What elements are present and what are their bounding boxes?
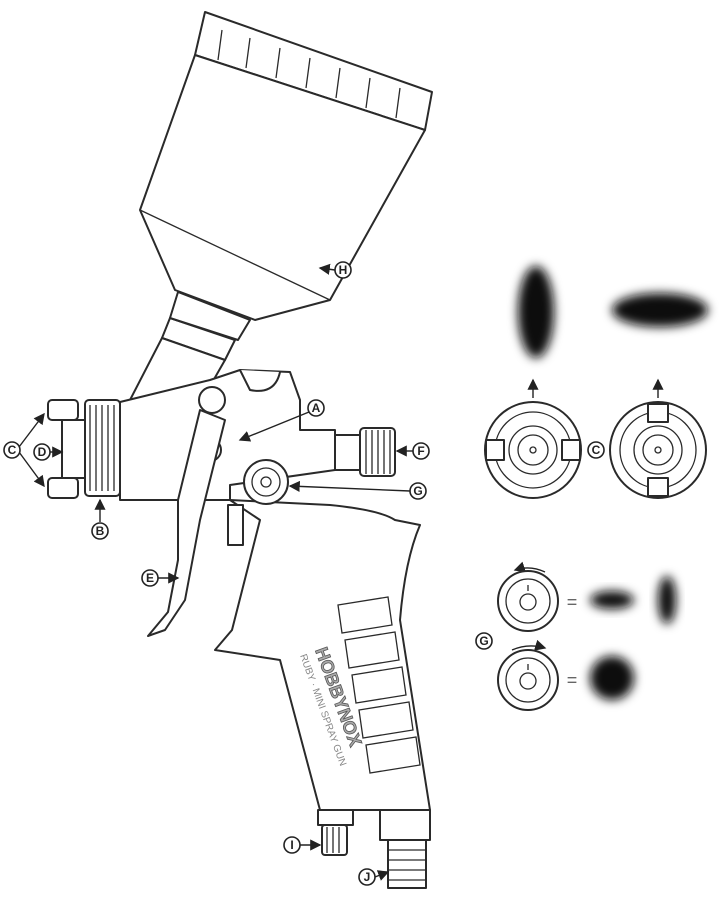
label-h: H	[334, 261, 352, 279]
svg-text:F: F	[417, 444, 424, 458]
label-j: J	[358, 868, 376, 886]
svg-text:E: E	[146, 571, 154, 585]
air-cap-horizontal-horns	[484, 401, 582, 499]
equals-sign: =	[567, 670, 578, 690]
label-g: G	[409, 482, 427, 500]
spray-pattern-vertical	[518, 266, 554, 358]
svg-text:J: J	[364, 870, 371, 884]
fan-knob-counterclockwise	[497, 561, 559, 632]
fluid-knob	[334, 427, 396, 477]
svg-text:C: C	[592, 443, 601, 457]
handle-screw	[227, 504, 244, 546]
spray-pattern-round	[590, 656, 634, 700]
equals-sign: =	[567, 592, 578, 612]
svg-text:I: I	[290, 838, 293, 852]
paint-cup	[139, 11, 433, 361]
spray-pattern-horizontal	[612, 293, 708, 327]
air-adjust-knob	[321, 824, 348, 856]
spray-pattern-narrow-vertical	[658, 576, 676, 624]
svg-text:G: G	[479, 634, 488, 648]
svg-text:G: G	[413, 484, 422, 498]
spray-pattern-narrow-horizontal	[590, 591, 634, 609]
air-inlet-thread	[387, 839, 427, 889]
label-i: I	[283, 836, 301, 854]
svg-text:H: H	[339, 263, 348, 277]
cup-lid-ridges	[217, 29, 401, 119]
air-inlet-nut	[379, 809, 431, 841]
label-f: F	[412, 442, 430, 460]
handle-grip	[337, 596, 421, 774]
air-cap-vertical-horns	[609, 401, 707, 499]
svg-text:A: A	[312, 401, 321, 415]
trigger	[147, 409, 226, 637]
fan-knob-clockwise	[497, 639, 559, 711]
label-c-right: C	[587, 441, 605, 459]
label-c: C	[3, 441, 21, 459]
trigger-pivot-top	[198, 386, 226, 414]
svg-text:B: B	[96, 524, 105, 538]
air-cap	[47, 399, 121, 499]
air-valve-nut	[317, 809, 354, 826]
label-b: B	[91, 522, 109, 540]
label-e: E	[141, 569, 159, 587]
label-g-right: G	[475, 632, 493, 650]
svg-text:D: D	[38, 445, 47, 459]
label-d: D	[33, 443, 51, 461]
fan-knob	[243, 459, 289, 505]
label-a: A	[307, 399, 325, 417]
svg-text:C: C	[8, 443, 17, 457]
handle	[214, 499, 431, 811]
